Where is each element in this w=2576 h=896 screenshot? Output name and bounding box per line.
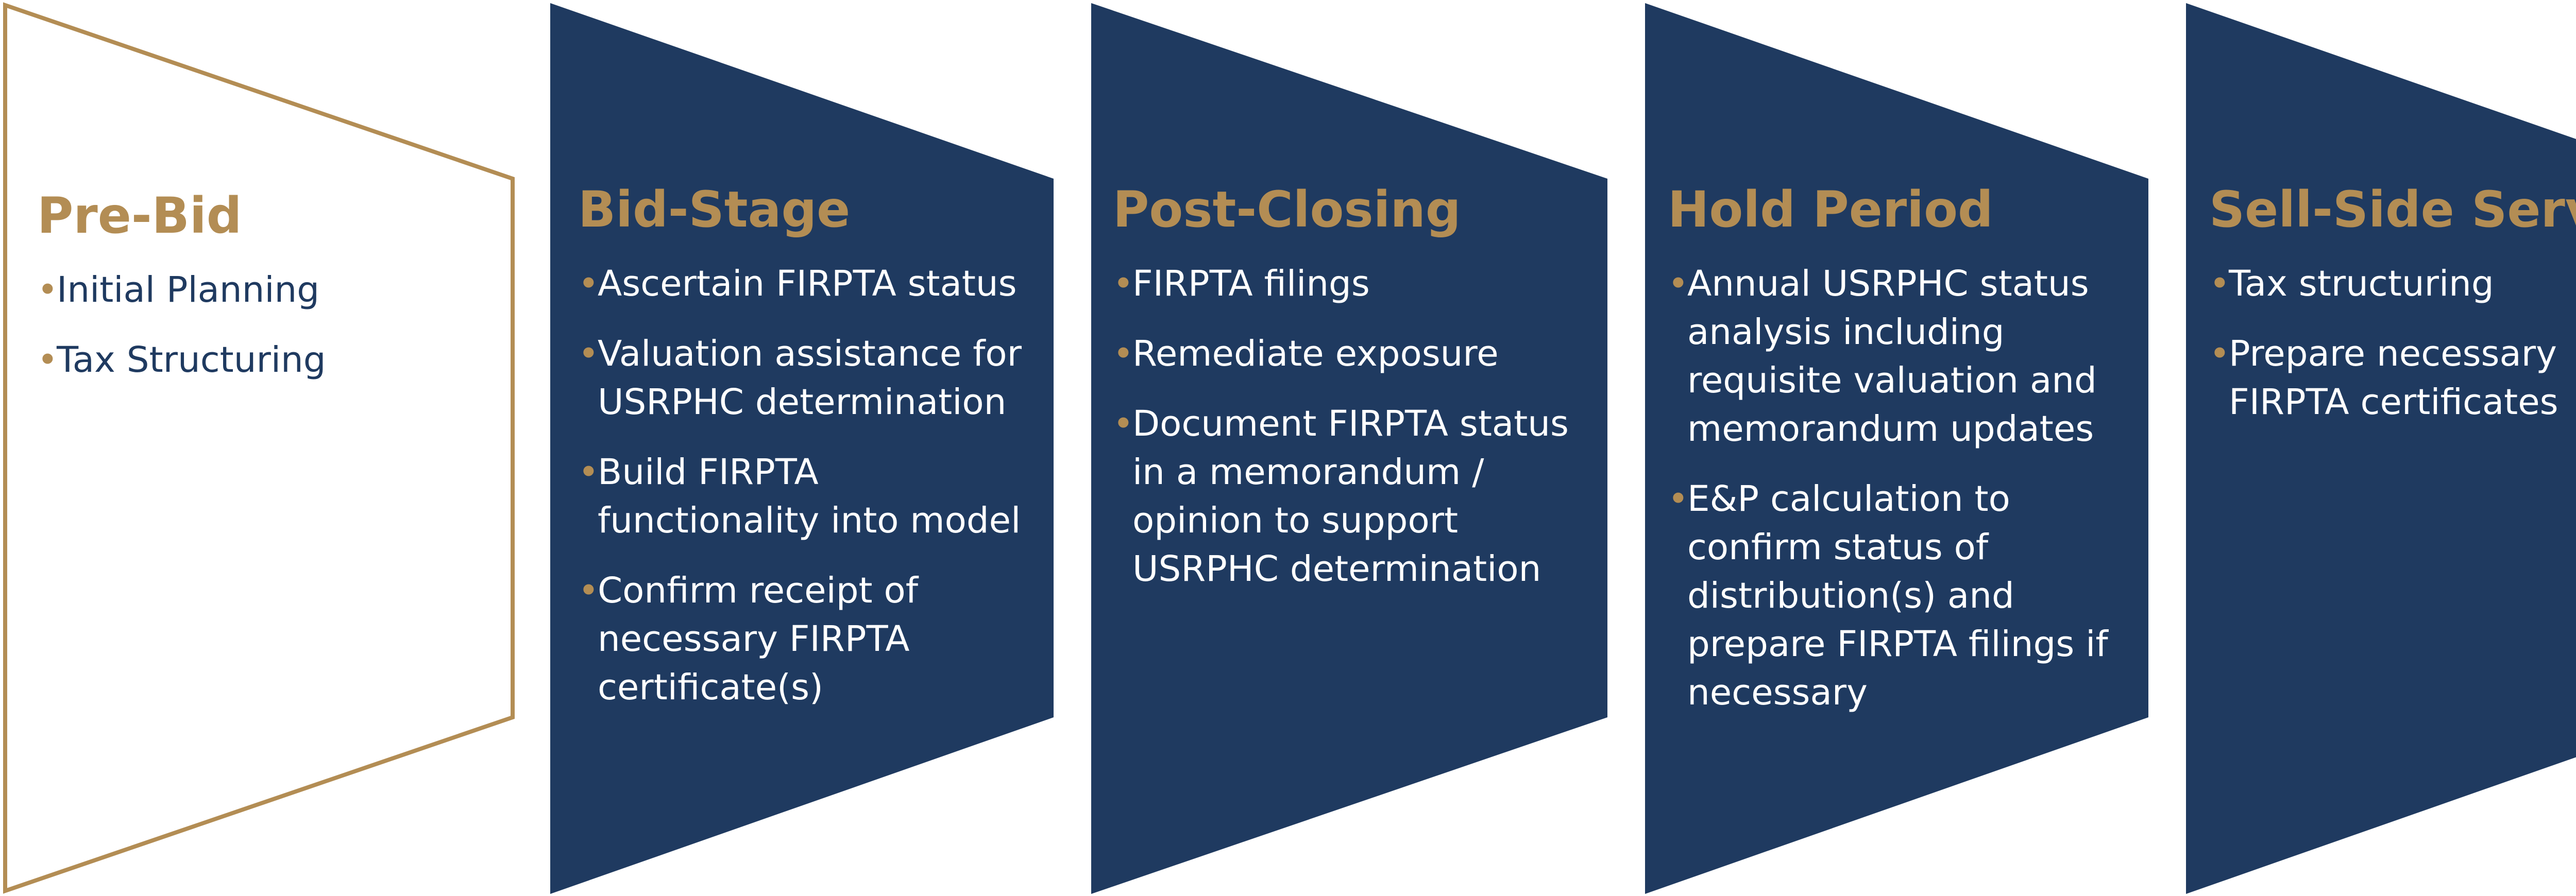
bullet-list: •Annual USRPHC status analysis including…	[1668, 260, 2139, 717]
list-item: •Prepare necessary FIRPTA certificates	[2209, 330, 2576, 426]
bullet-dot-icon: •	[1113, 403, 1134, 444]
stage-title: Hold Period	[1668, 181, 1993, 238]
list-item: •E&P calculation to confirm status of di…	[1668, 475, 2139, 717]
stage-shape-sell-side-service	[2186, 3, 2576, 894]
list-item: •Annual USRPHC status analysis including…	[1668, 260, 2139, 453]
bullet-dot-icon: •	[578, 570, 599, 611]
list-item: •Tax structuring	[2209, 260, 2576, 308]
list-item: •Ascertain FIRPTA status	[578, 260, 1044, 308]
bullet-dot-icon: •	[578, 333, 599, 374]
stage-pre-bid: Pre-Bid •Initial Planning •Tax Structuri…	[37, 181, 501, 406]
list-item: •Tax Structuring	[37, 336, 501, 384]
bullet-list: •Tax structuring •Prepare necessary FIRP…	[2209, 260, 2576, 426]
stage-hold-period: Hold Period •Annual USRPHC status analys…	[1668, 181, 2139, 738]
list-item: •Confirm receipt of necessary FIRPTA cer…	[578, 566, 1044, 712]
list-item: •Build FIRPTA functionality into model	[578, 448, 1044, 545]
stage-post-closing: Post-Closing •FIRPTA filings •Remediate …	[1113, 181, 1595, 615]
bullet-list: •Ascertain FIRPTA status •Valuation assi…	[578, 260, 1044, 712]
bullet-dot-icon: •	[578, 452, 599, 493]
bullet-dot-icon: •	[37, 269, 58, 311]
stage-title: Sell-Side Service	[2209, 181, 2576, 238]
stage-shape-post-closing	[1091, 3, 1607, 894]
list-item: •FIRPTA filings	[1113, 260, 1595, 308]
stage-shape-bid-stage	[550, 3, 1054, 894]
bullet-list: •Initial Planning •Tax Structuring	[37, 266, 501, 384]
bullet-list: •FIRPTA filings •Remediate exposure •Doc…	[1113, 260, 1595, 593]
bullet-dot-icon: •	[37, 339, 58, 381]
bullet-dot-icon: •	[1113, 263, 1134, 304]
stage-shape-hold-period	[1645, 3, 2148, 894]
bullet-dot-icon: •	[1668, 263, 1689, 304]
stage-bid-stage: Bid-Stage •Ascertain FIRPTA status •Valu…	[578, 181, 1044, 733]
list-item: •Valuation assistance for USRPHC determi…	[578, 330, 1044, 426]
stage-title: Bid-Stage	[578, 181, 851, 238]
list-item: •Initial Planning	[37, 266, 501, 314]
list-item: •Document FIRPTA status in a memorandum …	[1113, 400, 1595, 593]
bullet-dot-icon: •	[1668, 478, 1689, 520]
bullet-dot-icon: •	[2209, 263, 2230, 304]
bullet-dot-icon: •	[2209, 333, 2230, 374]
bullet-dot-icon: •	[578, 263, 599, 304]
stage-title: Post-Closing	[1113, 181, 1461, 238]
bullet-dot-icon: •	[1113, 333, 1134, 374]
stage-title: Pre-Bid	[37, 187, 242, 245]
stage-sell-side-service: Sell-Side Service •Tax structuring •Prep…	[2209, 181, 2576, 448]
stage-shape-pre-bid	[3, 2, 515, 894]
list-item: •Remediate exposure	[1113, 330, 1595, 378]
